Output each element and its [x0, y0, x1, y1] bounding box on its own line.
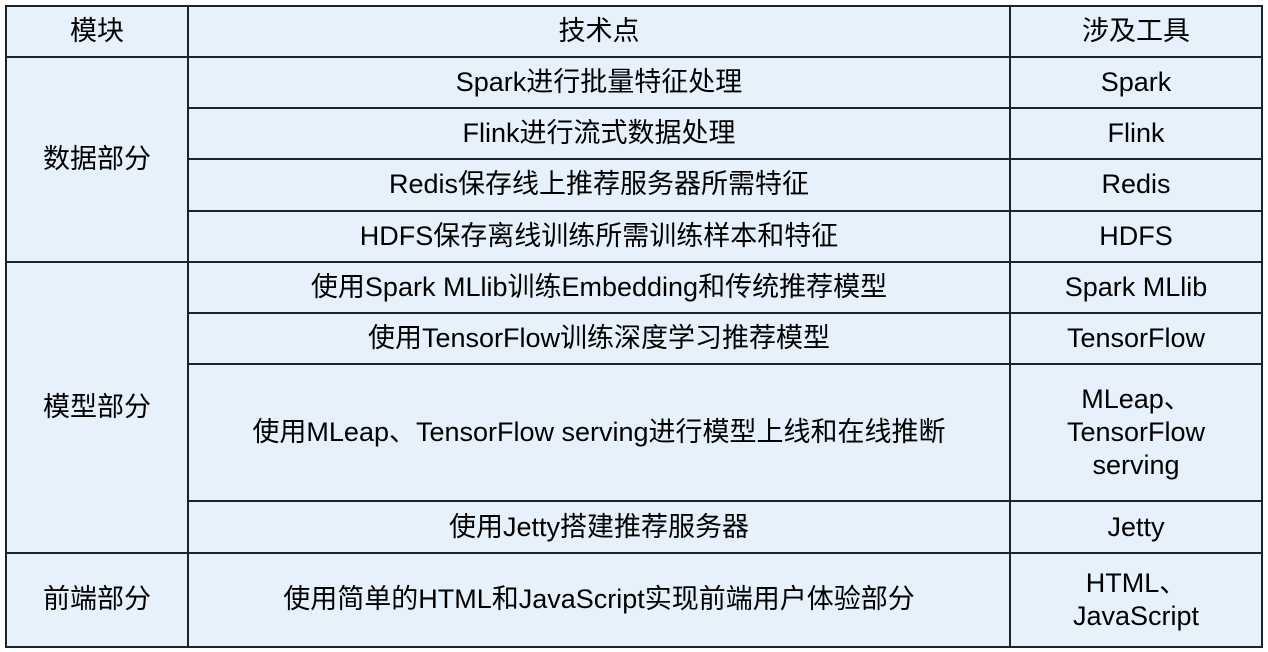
table-row: 使用MLeap、TensorFlow serving进行模型上线和在线推断 ML… [6, 362, 1263, 503]
tech-point-cell: Redis保存线上推荐服务器所需特征 [187, 158, 1011, 212]
table-header-row: 模块 技术点 涉及工具 [5, 4, 1263, 59]
module-cell-data: 数据部分 [5, 56, 189, 263]
tool-cell: Spark MLlib [1009, 260, 1263, 314]
tool-cell: Jetty [1009, 500, 1263, 554]
module-cell-model: 模型部分 [5, 260, 189, 554]
tool-cell: Flink [1009, 107, 1263, 161]
tech-point-cell: Flink进行流式数据处理 [187, 107, 1011, 161]
tech-point-cell: 使用简单的HTML和JavaScript实现前端用户体验部分 [187, 551, 1011, 649]
table-body: 模块 技术点 涉及工具 数据部分 Spark进行批量特征处理 Spark Fli… [5, 4, 1263, 649]
tech-point-cell: 使用MLeap、TensorFlow serving进行模型上线和在线推断 [187, 362, 1011, 503]
header-module: 模块 [5, 4, 189, 59]
tech-point-cell: 使用TensorFlow训练深度学习推荐模型 [187, 311, 1011, 365]
table-row: 前端部分 使用简单的HTML和JavaScript实现前端用户体验部分 HTML… [5, 551, 1263, 649]
tech-point-cell: HDFS保存离线训练所需训练样本和特征 [187, 209, 1011, 263]
table-row: 模型部分 使用Spark MLlib训练Embedding和传统推荐模型 Spa… [5, 260, 1263, 554]
table-row: HDFS保存离线训练所需训练样本和特征 HDFS [6, 209, 1263, 263]
tech-stack-table: 模块 技术点 涉及工具 数据部分 Spark进行批量特征处理 Spark Fli… [5, 4, 1263, 649]
tool-cell: HTML、JavaScript [1009, 551, 1263, 649]
header-tools: 涉及工具 [1009, 4, 1263, 59]
table-row: 使用TensorFlow训练深度学习推荐模型 TensorFlow [6, 311, 1263, 365]
table-row: Redis保存线上推荐服务器所需特征 Redis [6, 158, 1263, 212]
tool-cell: HDFS [1009, 209, 1263, 263]
tech-point-cell: Spark进行批量特征处理 [187, 56, 1011, 110]
table-row: 数据部分 Spark进行批量特征处理 Spark [5, 56, 1263, 263]
table-row: Flink进行流式数据处理 Flink [6, 107, 1263, 161]
table-row: 使用Jetty搭建推荐服务器 Jetty [6, 500, 1263, 554]
header-tech-point: 技术点 [187, 4, 1011, 59]
tool-cell: Redis [1009, 158, 1263, 212]
module-cell-frontend: 前端部分 [5, 551, 189, 649]
tech-point-cell: 使用Jetty搭建推荐服务器 [187, 500, 1011, 554]
tech-point-cell: 使用Spark MLlib训练Embedding和传统推荐模型 [187, 260, 1011, 314]
tool-cell: TensorFlow [1009, 311, 1263, 365]
tool-cell: Spark [1009, 56, 1263, 110]
